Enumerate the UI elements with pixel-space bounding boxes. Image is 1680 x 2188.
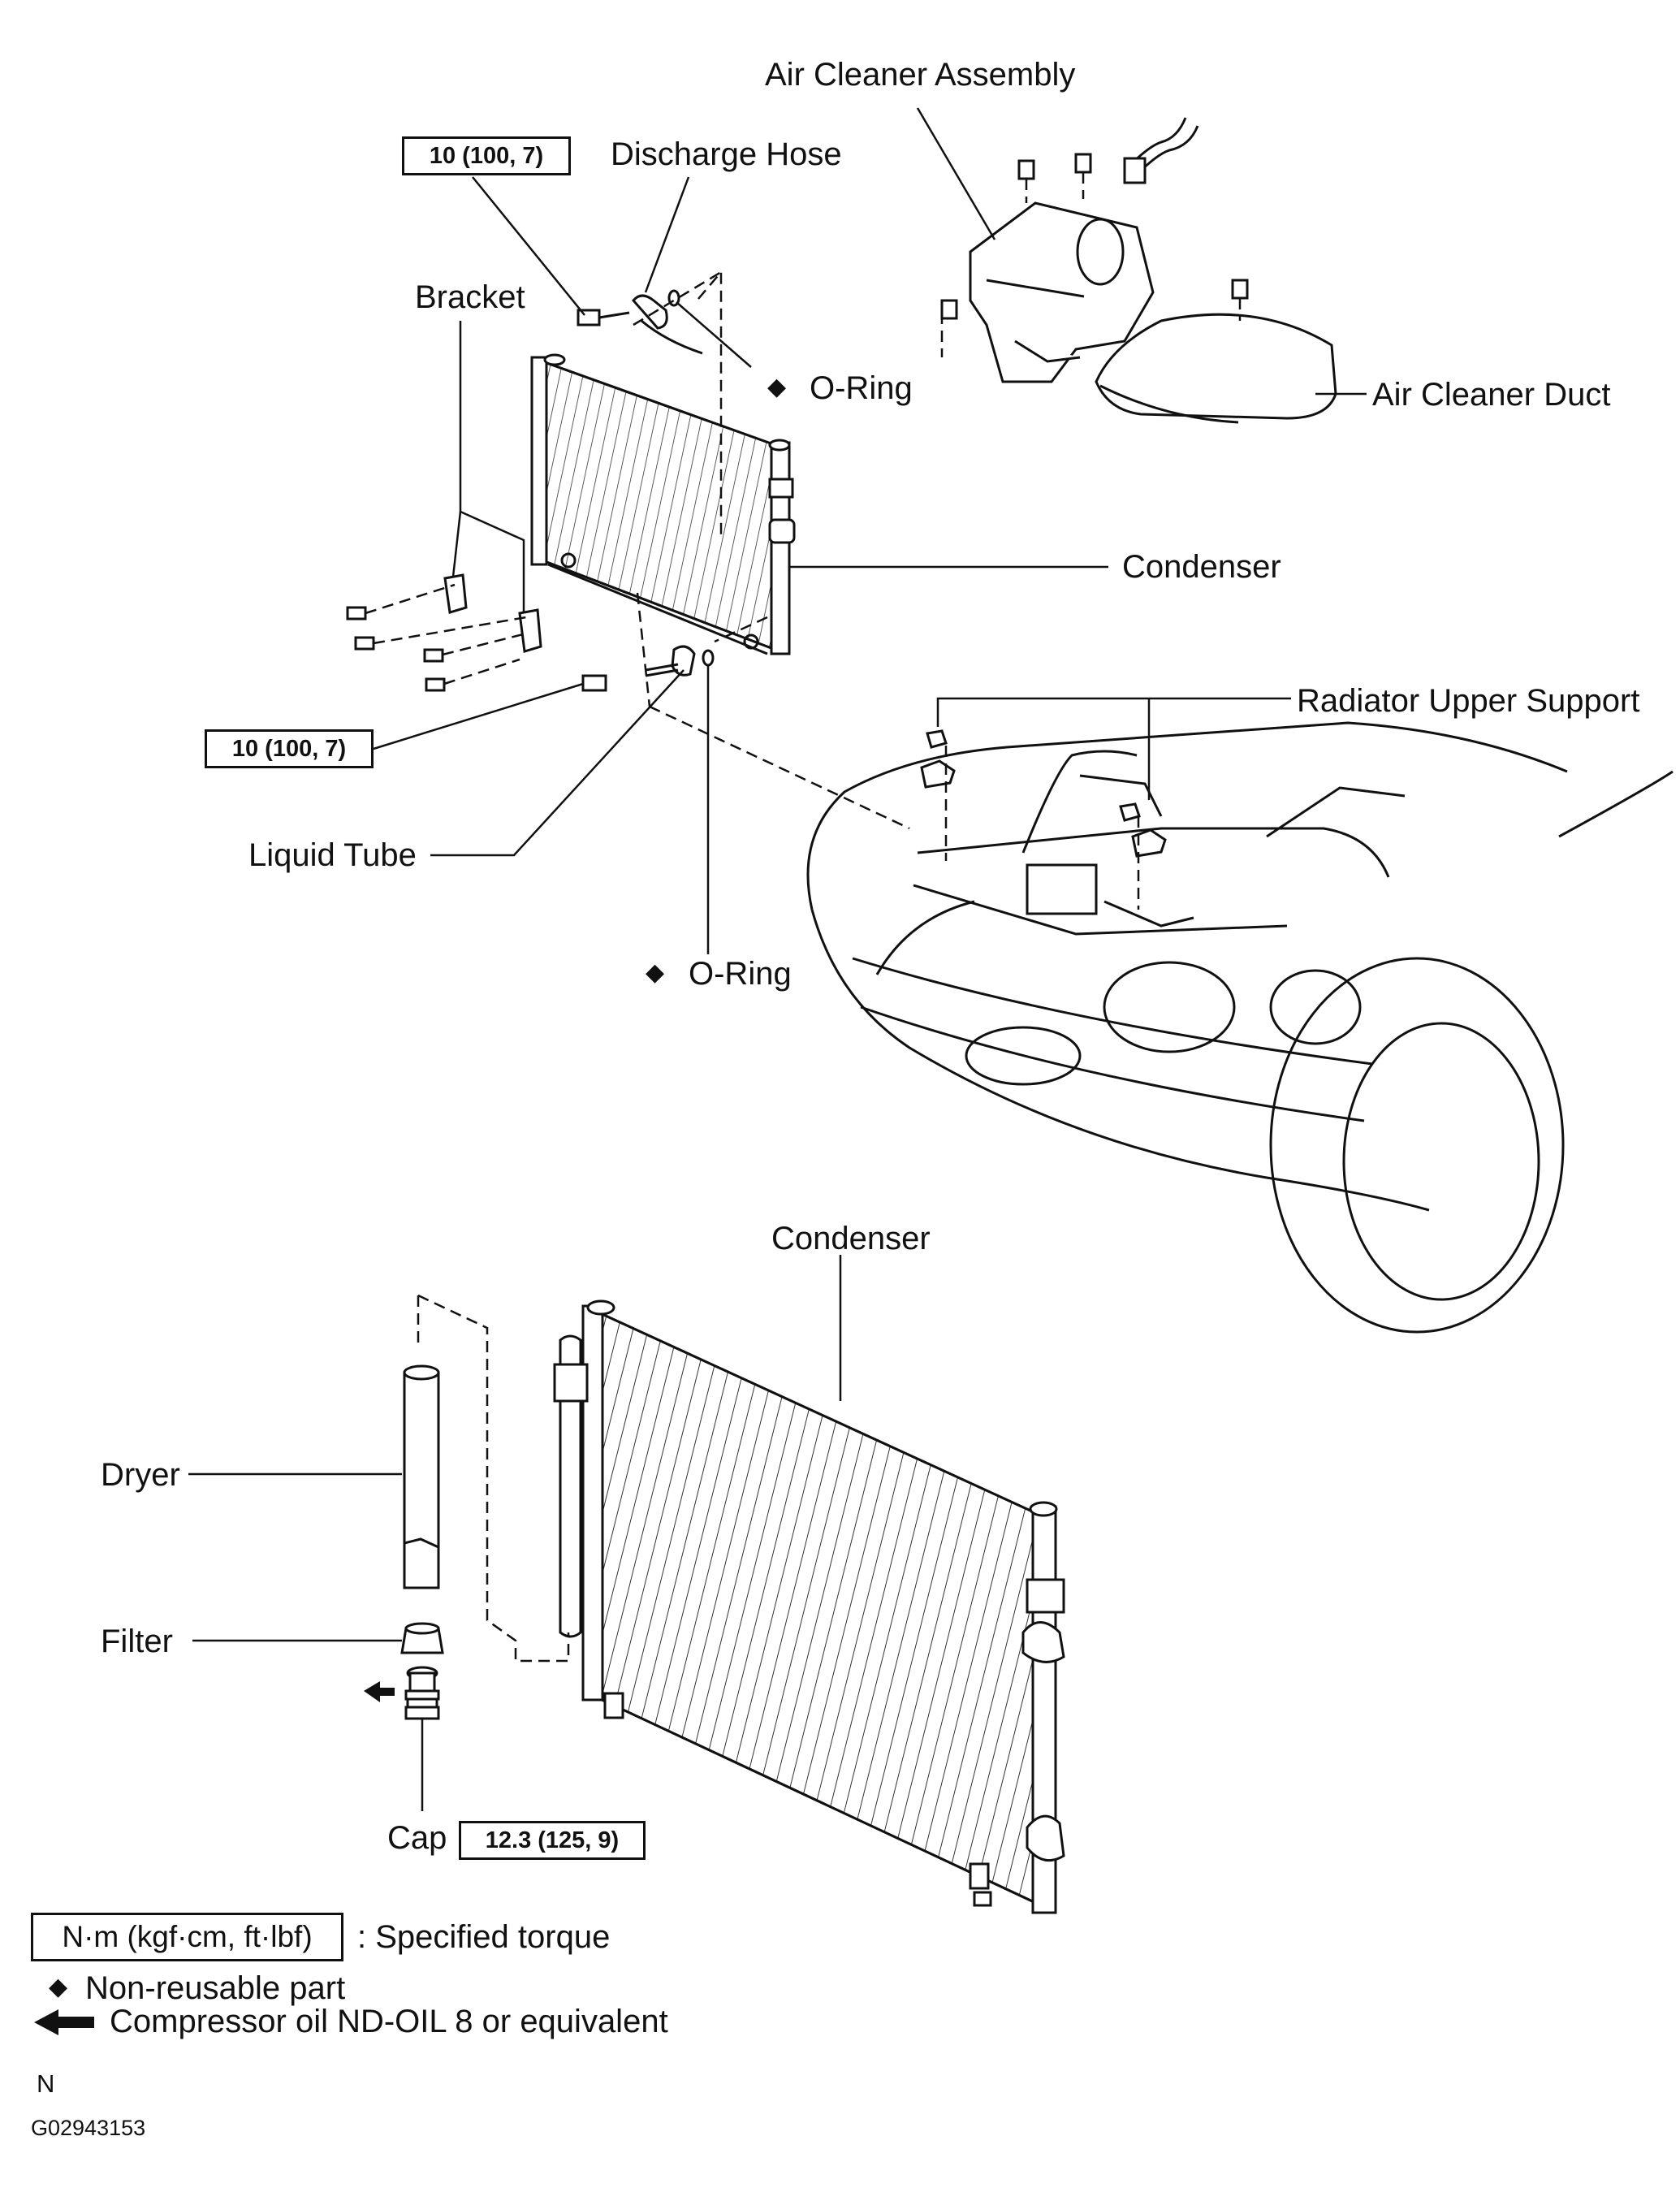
label-o-ring-top: O-Ring xyxy=(810,370,913,406)
label-air-cleaner-duct: Air Cleaner Duct xyxy=(1372,377,1611,413)
torque-box-discharge: 10 (100, 7) xyxy=(402,136,571,175)
legend-specified-torque: : Specified torque xyxy=(357,1919,611,1955)
figure-id: G02943153 xyxy=(31,2116,146,2140)
label-air-cleaner-assembly: Air Cleaner Assembly xyxy=(765,57,1076,93)
footer-code-letter: N xyxy=(37,2069,55,2098)
air-cleaner-assembly-drawing xyxy=(940,117,1199,383)
label-o-ring-bottom: O-Ring xyxy=(689,956,792,992)
filter-drawing xyxy=(400,1622,444,1654)
label-condenser-top: Condenser xyxy=(1122,549,1281,585)
non-reusable-diamond-icon: ◆ xyxy=(646,959,665,986)
label-liquid-tube: Liquid Tube xyxy=(248,837,417,873)
assembly-dashed-lines xyxy=(365,172,1242,1663)
dryer-drawing xyxy=(403,1364,440,1589)
torque-box-liquid-tube: 10 (100, 7) xyxy=(205,729,374,768)
legend-compressor-oil: Compressor oil ND-OIL 8 or equivalent xyxy=(110,2004,668,2039)
label-cap: Cap xyxy=(387,1820,447,1856)
label-discharge-hose: Discharge Hose xyxy=(611,136,842,172)
leader-lines xyxy=(188,107,1367,1811)
label-filter: Filter xyxy=(101,1624,173,1659)
legend-diamond-icon: ◆ xyxy=(49,1974,68,2000)
vehicle-front-drawing xyxy=(806,721,1674,1334)
compressor-oil-arrow-marker xyxy=(364,1681,395,1702)
condenser-bottom-drawing xyxy=(553,1299,1065,1914)
discharge-hose-drawing xyxy=(577,289,703,355)
air-cleaner-duct-drawing xyxy=(1095,279,1337,424)
legend-arrow-icon xyxy=(34,2009,94,2035)
legend-non-reusable: Non-reusable part xyxy=(85,1970,346,2006)
label-radiator-upper-support: Radiator Upper Support xyxy=(1297,683,1640,719)
label-dryer: Dryer xyxy=(101,1457,180,1493)
label-condenser-bottom: Condenser xyxy=(771,1221,931,1256)
condenser-top-drawing xyxy=(530,353,796,655)
torque-box-cap: 12.3 (125, 9) xyxy=(459,1821,646,1860)
cap-drawing xyxy=(404,1666,440,1720)
liquid-tube-drawing xyxy=(581,645,715,692)
label-bracket: Bracket xyxy=(415,279,525,315)
legend-torque-unit-box: N·m (kgf·cm, ft·lbf) xyxy=(31,1913,343,1961)
bracket-drawing xyxy=(346,573,542,692)
radiator-upper-support-drawing xyxy=(920,729,1167,858)
non-reusable-diamond-icon: ◆ xyxy=(767,374,787,400)
